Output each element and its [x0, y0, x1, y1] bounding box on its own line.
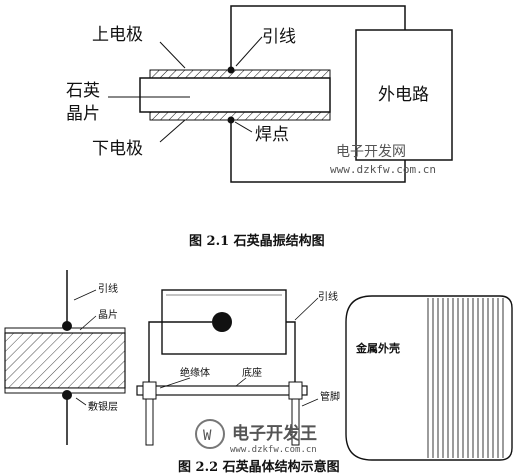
- label-metal-shell: 金属外壳: [355, 341, 400, 355]
- wafer-body: [4, 332, 126, 389]
- leader-lower-electrode: [159, 119, 186, 143]
- leader-solder: [234, 121, 253, 133]
- leader-lead-left: [73, 289, 97, 301]
- lead-wire-top: [230, 5, 406, 70]
- label-lead-mid: 引线: [318, 290, 338, 303]
- solder-dot-top: [227, 66, 235, 74]
- solder-dot-bottom: [227, 116, 235, 124]
- quartz-wafer: [139, 77, 331, 113]
- wafer-cross-section: 引线 晶片 敷银层: [4, 270, 126, 445]
- label-insulator: 绝缘体: [180, 366, 210, 379]
- metal-shell-outline: [345, 295, 513, 461]
- caption-figure-2-1: 图 2.1 石英晶振结构图: [189, 233, 325, 249]
- watermark-site-cn: 电子开发网: [336, 144, 406, 160]
- solder-blob-bottom: [62, 390, 72, 400]
- label-solder-point: 焊点: [255, 125, 289, 145]
- lower-electrode: [149, 111, 331, 121]
- leader-lead-mid: [294, 297, 319, 321]
- leader-silver-left: [75, 397, 87, 406]
- upper-electrode: [149, 69, 331, 79]
- mount-wire-right: [286, 321, 296, 386]
- label-crystal-line1: 石英: [66, 81, 100, 101]
- pin-left: [145, 398, 154, 446]
- crystal-assembly: 引线 绝缘体 底座 管脚: [136, 289, 340, 446]
- watermark-logo-glyph: W: [203, 428, 212, 444]
- leader-base: [235, 377, 247, 387]
- label-external-circuit: 外电路: [378, 85, 429, 105]
- label-lead-left: 引线: [98, 282, 118, 295]
- metal-shell-ribs: [427, 298, 504, 458]
- watermark-logo-url: www.dzkfw.com.cn: [230, 445, 317, 455]
- watermark-site-url: www.dzkfw.com.cn: [330, 163, 436, 176]
- label-pin: 管脚: [320, 390, 340, 403]
- mount-wire-left: [148, 321, 212, 386]
- leader-lead: [235, 36, 263, 67]
- insulator-left: [142, 381, 157, 400]
- leader-wafer-left: [79, 315, 97, 331]
- lead-wire-bottom: [230, 120, 406, 183]
- label-crystal-line2: 晶片: [66, 104, 100, 124]
- label-upper-electrode: 上电极: [92, 25, 143, 45]
- electrode-dot: [212, 312, 232, 332]
- watermark-logo-icon: [195, 419, 225, 449]
- label-lower-electrode: 下电极: [92, 139, 143, 159]
- watermark-logo: W 电子开发王 www.dzkfw.com.cn: [195, 419, 317, 455]
- solder-blob-top: [62, 321, 72, 331]
- label-silver-layer: 敷银层: [88, 400, 118, 413]
- label-lead: 引线: [262, 27, 296, 47]
- figure-2-1: 上电极 引线 石英 晶片 下电极 焊点 外电路 电子开发网 www.dzkfw.…: [66, 5, 453, 249]
- external-circuit-box: [355, 29, 453, 161]
- caption-figure-2-2: 图 2.2 石英晶体结构示意图: [178, 459, 340, 475]
- leader-pin: [301, 398, 319, 407]
- label-wafer-left: 晶片: [98, 308, 118, 321]
- leader-upper-electrode: [159, 41, 186, 69]
- watermark-logo-text: 电子开发王: [232, 423, 317, 444]
- pin-right: [291, 398, 300, 446]
- metal-shell: 金属外壳: [345, 295, 513, 461]
- leader-insulator: [159, 377, 191, 389]
- insulator-right: [288, 381, 303, 400]
- figure-2-2: 引线 晶片 敷银层 引线 绝缘体 底座: [4, 270, 513, 475]
- base-plate: [136, 385, 308, 396]
- label-base: 底座: [242, 366, 262, 379]
